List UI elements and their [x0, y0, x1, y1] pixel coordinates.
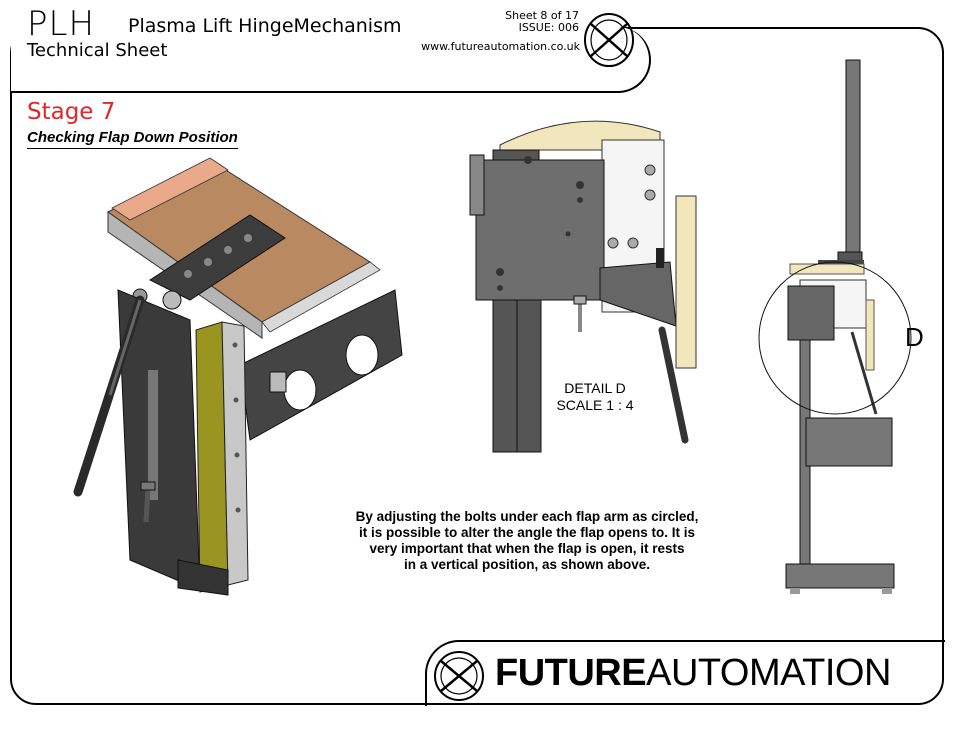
- hinge-block: [475, 159, 605, 301]
- base-frame: [785, 563, 895, 589]
- detail-gas-strut: [658, 326, 689, 444]
- stage-title: Stage 7: [27, 99, 116, 125]
- detail-title: DETAIL D: [564, 380, 626, 396]
- note-line-4: in a vertical position, as shown above.: [403, 557, 651, 572]
- sheet-number: Sheet 8 of 17: [505, 9, 579, 22]
- note-line-1: By adjusting the bolts under each flap a…: [355, 509, 699, 524]
- note-line-2: it is possible to alter the angle the fl…: [358, 525, 696, 540]
- stage-subtitle: Checking Flap Down Position: [27, 129, 238, 149]
- brand-name: FUTUREAUTOMATION: [495, 652, 891, 695]
- document-code: PLH: [27, 4, 96, 44]
- isometric-hinge-assembly: [73, 157, 403, 596]
- detail-label: DETAIL D SCALE 1 : 4: [540, 380, 650, 414]
- flap-trim: [111, 157, 229, 221]
- control-box: [805, 417, 893, 467]
- side-bracket: [239, 289, 403, 441]
- flap-arm: [599, 261, 677, 327]
- brand-regular: AUTOMATION: [646, 652, 891, 694]
- upright-post: [845, 59, 861, 256]
- brand-bold: FUTURE: [495, 652, 647, 694]
- header-panel: [11, 27, 651, 93]
- footer-panel: [425, 640, 945, 706]
- sheet-info: Sheet 8 of 17 ISSUE: 006: [487, 10, 579, 34]
- detail-d-view: [469, 120, 697, 453]
- instruction-note: By adjusting the bolts under each flap a…: [327, 509, 727, 573]
- footer-logo-icon: [434, 651, 484, 701]
- document-subtitle: Technical Sheet: [27, 40, 168, 61]
- future-automation-logo-icon: [584, 13, 634, 67]
- note-line-3: very important that when the flap is ope…: [369, 541, 685, 556]
- document-title: Plasma Lift HingeMechanism: [128, 15, 402, 37]
- adjusting-bolt: [143, 487, 151, 523]
- side-elevation-view: [758, 59, 912, 594]
- detail-scale: SCALE 1 : 4: [556, 397, 634, 413]
- detail-callout-letter: D: [905, 322, 924, 352]
- website-link[interactable]: www.futureautomation.co.uk: [421, 40, 580, 53]
- flap-edge: [675, 195, 697, 369]
- detail-callout-circle: [758, 261, 912, 415]
- issue-number: ISSUE: 006: [518, 21, 579, 34]
